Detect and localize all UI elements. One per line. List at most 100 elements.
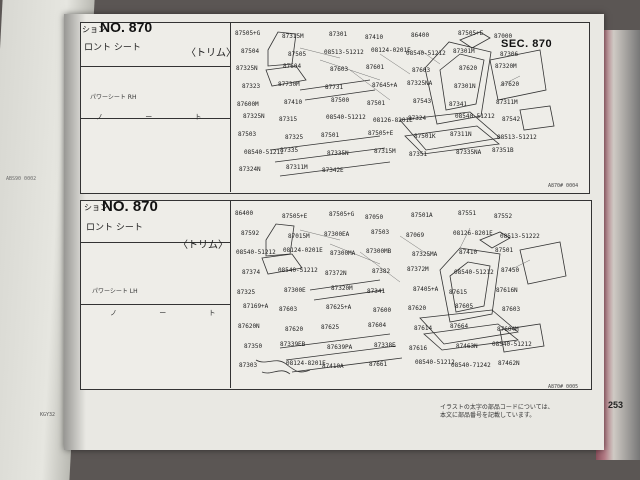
part-number: 87339EB xyxy=(280,341,306,348)
part-number: 87169+A xyxy=(243,303,269,310)
part-number: 87604 xyxy=(368,322,387,329)
part-number: 87505+E xyxy=(458,30,484,37)
part-number: 87731 xyxy=(325,84,344,91)
part-number: 87301 xyxy=(329,31,348,38)
footnote-line-1: イラストの太字の部品コードについては、 xyxy=(440,404,554,411)
part-number: 87320M xyxy=(495,63,517,70)
part-number: 87503 xyxy=(238,131,257,138)
part-number: 87374 xyxy=(242,269,261,276)
section-frame-bottom xyxy=(80,200,592,390)
part-number: 08540-51212 xyxy=(492,341,532,348)
memo-label-bottom: ノ ー ト xyxy=(110,309,236,317)
memo-label-top: ノ ー ト xyxy=(96,113,222,121)
part-number: 87603 xyxy=(502,306,521,313)
part-number: 87501A xyxy=(411,212,433,219)
figure-code-top: A870# 0004 xyxy=(548,183,579,189)
part-number: 87615 xyxy=(449,289,468,296)
part-number: 87620 xyxy=(501,81,520,88)
part-number: 87620N xyxy=(238,323,260,330)
part-number: 08540-71242 xyxy=(451,362,491,369)
part-number: 87410 xyxy=(459,249,478,256)
part-number: 87600M xyxy=(237,101,259,108)
part-number: 87501 xyxy=(495,247,514,254)
part-number: 08540-51212 xyxy=(326,114,366,121)
previous-page-code: ABS90 0002 xyxy=(6,176,37,182)
part-number: 87323 xyxy=(242,83,261,90)
part-number: 87325NA xyxy=(407,80,433,87)
part-number: 87542 xyxy=(502,116,521,123)
part-number: 87301M xyxy=(453,48,475,55)
part-number: 08124-0201E xyxy=(371,47,411,54)
part-number: 87463N xyxy=(456,343,478,350)
part-number: 87616N xyxy=(496,287,518,294)
part-number: 87050 xyxy=(365,214,384,221)
part-number: 87620 xyxy=(285,326,304,333)
part-number: 08540-51212 xyxy=(415,359,455,366)
part-number: 87341 xyxy=(367,288,386,295)
part-number: 87603 xyxy=(330,66,349,73)
part-number: 87324 xyxy=(408,115,427,122)
part-number: 08540-51212 xyxy=(406,50,446,57)
part-number: 87351B xyxy=(492,147,514,154)
trim-label-bottom: 〈トリム〉 xyxy=(178,240,228,251)
part-number: 87342E xyxy=(322,167,344,174)
seat-drawing-bottom xyxy=(255,223,567,375)
part-number: 87410 xyxy=(365,34,384,41)
part-number: 08540-51212 xyxy=(454,269,494,276)
part-number: 87620 xyxy=(459,65,478,72)
part-number: 87335 xyxy=(280,147,299,154)
part-number: 87300MB xyxy=(366,248,392,255)
section-title-bottom: ロント シート xyxy=(86,223,143,233)
memo-rule-top xyxy=(80,118,230,119)
part-number: 87551 xyxy=(458,210,477,217)
footnote-line-2: 本文に部品番号を記載しています。 xyxy=(440,412,536,419)
part-number: 87325N xyxy=(243,113,265,120)
bottom-left-code: KGY32 xyxy=(40,412,56,418)
part-number: 87320M xyxy=(331,285,353,292)
part-number: 87311M xyxy=(496,99,518,106)
part-number: 87603 xyxy=(412,67,431,74)
note-top: パワーシート RH xyxy=(90,94,137,101)
leader-lines xyxy=(299,47,531,283)
part-number: 87311M xyxy=(286,164,308,171)
part-number: 87306 xyxy=(500,51,519,58)
header-rule-bottom xyxy=(80,242,230,243)
part-number: 87462N xyxy=(498,360,520,367)
part-number: 87552 xyxy=(494,213,513,220)
part-number: 87338E xyxy=(374,342,396,349)
trim-label-top: 〈トリム〉 xyxy=(186,48,236,59)
part-number: 87301N xyxy=(454,83,476,90)
section-title-top: ロント シート xyxy=(84,43,141,53)
part-number: 87351 xyxy=(409,151,428,158)
part-number: 87000 xyxy=(494,33,513,40)
part-number: 87625 xyxy=(321,324,340,331)
part-number: 87324N xyxy=(239,166,261,173)
frame-divider-bottom xyxy=(230,200,231,388)
part-number: 87335NA xyxy=(456,149,482,156)
part-number: 87505+G xyxy=(329,211,355,218)
frame-divider-top xyxy=(230,22,231,192)
part-number: 87625+A xyxy=(326,304,352,311)
part-number: 87315 xyxy=(279,116,298,123)
part-number: 86400 xyxy=(235,210,254,217)
part-number: 08513-51222 xyxy=(500,233,540,240)
part-number: 87604 xyxy=(283,63,302,70)
part-number: 86400 xyxy=(411,32,430,39)
part-number: 87501K xyxy=(414,133,436,140)
part-number: 87405+A xyxy=(413,286,439,293)
part-number: 87410A xyxy=(322,363,344,370)
part-number: 87600 xyxy=(373,307,392,314)
part-number: 08540-51212 xyxy=(455,113,495,120)
part-number: 87543 xyxy=(413,98,432,105)
part-number: 87372M xyxy=(407,266,429,273)
part-number: 87382 xyxy=(372,268,391,275)
section-number-bottom: NO. 870 xyxy=(102,198,158,215)
part-number: 87503 xyxy=(371,229,390,236)
part-number: 87300E xyxy=(284,287,306,294)
part-number: 08513-51212 xyxy=(497,134,537,141)
section-prefix-top: ション xyxy=(82,25,106,34)
part-number: 08540-51212 xyxy=(244,149,284,156)
part-number: 87311N xyxy=(450,131,472,138)
part-number: 87410 xyxy=(284,99,303,106)
